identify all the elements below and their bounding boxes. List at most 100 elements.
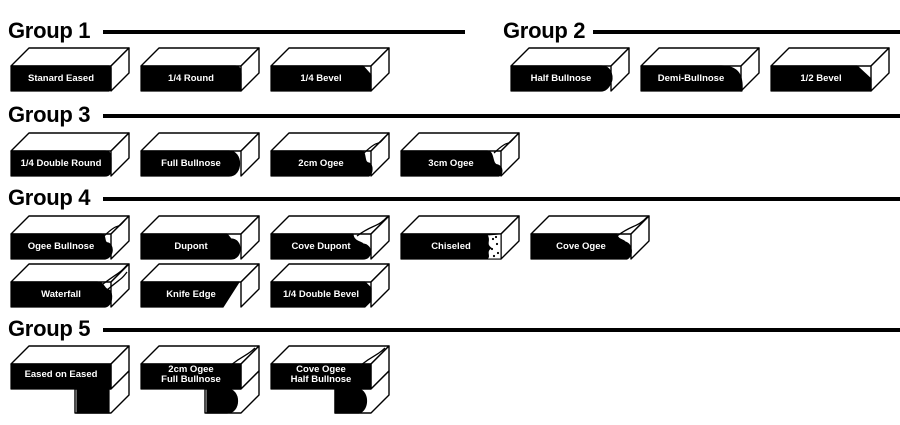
slab-top-face <box>10 263 130 283</box>
profile-slab-drawing <box>10 263 130 308</box>
slab-side-face <box>240 215 260 260</box>
group-title: Group 1 <box>8 18 91 43</box>
chiseled-speck <box>491 237 495 241</box>
profile-ridge-line <box>103 219 126 237</box>
slab-side-face <box>240 132 260 177</box>
profile-ridge-line <box>360 347 386 366</box>
profile-slab-drawing <box>530 215 650 260</box>
slab-top-face <box>270 47 390 67</box>
slab-front-face <box>400 233 502 260</box>
group-title: Group 5 <box>8 316 91 341</box>
profile-slab-drawing <box>10 215 130 260</box>
slab-front-face <box>640 65 743 92</box>
slab-top-face <box>270 345 390 365</box>
slab-top-face <box>270 263 390 283</box>
group-divider <box>103 197 900 201</box>
chiseled-speck <box>496 251 500 255</box>
group-divider <box>103 114 900 118</box>
profile-half-bevel: 1/2 Bevel <box>769 46 890 92</box>
profile-cove-dupont: Cove Dupont <box>269 214 390 260</box>
profile-stanard-eased: Stanard Eased <box>9 46 130 92</box>
profile-slab-drawing <box>140 215 260 260</box>
slab-top-face <box>10 47 130 67</box>
slab-front-face <box>140 363 242 390</box>
profile-ridge-line <box>493 136 516 154</box>
slab-front-face <box>270 150 373 177</box>
profile-slab-drawing <box>640 47 760 92</box>
slab-top-face <box>140 215 260 235</box>
slab-front-face <box>270 233 372 260</box>
profile-chiseled: Chiseled <box>399 214 520 260</box>
profile-ridge-line <box>616 216 648 237</box>
slab-front-face <box>10 363 112 390</box>
chiseled-speck <box>494 235 498 239</box>
slab-front-face <box>270 281 372 308</box>
profile-slab-drawing <box>270 132 390 177</box>
profile-slab-drawing <box>270 215 390 260</box>
profile-knife-edge: Knife Edge <box>139 262 260 308</box>
group-title: Group 3 <box>8 102 91 127</box>
profile-slab-drawing <box>400 215 520 260</box>
profile-slab-drawing <box>270 345 390 414</box>
lamination-front-face <box>76 388 110 414</box>
lamination-front-face <box>334 388 368 414</box>
slab-front-face <box>400 150 503 177</box>
profile-cove-ogee-half-bullnose: Cove Ogee Half Bullnose <box>269 344 390 414</box>
profile-ridge-line <box>363 136 386 154</box>
profile-full-bullnose: Full Bullnose <box>139 131 260 177</box>
slab-front-face <box>10 233 113 260</box>
profile-slab-drawing <box>10 47 130 92</box>
chiseled-speck <box>495 242 499 246</box>
slab-front-face <box>510 65 613 92</box>
slab-front-face <box>140 281 240 308</box>
profile-slab-drawing <box>770 47 890 92</box>
slab-front-face <box>10 65 112 92</box>
profile-slab-drawing <box>270 263 390 308</box>
group-title: Group 4 <box>8 185 91 210</box>
slab-front-face <box>140 150 241 177</box>
profile-slab-drawing <box>140 263 260 308</box>
profile-demi-bullnose: Demi-Bullnose <box>639 46 760 92</box>
profile-ogee-full-bullnose: 2cm Ogee Full Bullnose <box>139 344 260 414</box>
slab-top-face <box>640 47 760 67</box>
profile-slab-drawing <box>510 47 630 92</box>
profile-quarter-round: 1/4 Round <box>139 46 260 92</box>
profile-double-bevel: 1/4 Double Bevel <box>269 262 390 308</box>
profile-ridge-line <box>102 264 128 291</box>
slab-top-face <box>530 215 650 235</box>
profile-quarter-bevel: 1/4 Bevel <box>269 46 390 92</box>
group-divider <box>103 328 900 332</box>
chiseled-speck <box>490 247 494 251</box>
slab-top-face <box>140 263 260 283</box>
slab-top-face <box>10 345 130 365</box>
profile-slab-drawing <box>400 132 520 177</box>
group-title: Group 2 <box>503 18 586 43</box>
profile-ridge-line <box>356 216 388 237</box>
profile-waterfall: Waterfall <box>9 262 130 308</box>
profile-slab-drawing <box>140 47 260 92</box>
profile-2cm-ogee: 2cm Ogee <box>269 131 390 177</box>
profile-ogee-bullnose: Ogee Bullnose <box>9 214 130 260</box>
slab-front-face <box>270 65 372 92</box>
profile-3cm-ogee: 3cm Ogee <box>399 131 520 177</box>
profile-slab-drawing <box>270 47 390 92</box>
profile-dupont: Dupont <box>139 214 260 260</box>
profile-double-round: 1/4 Double Round <box>9 131 130 177</box>
slab-front-face <box>140 65 242 92</box>
slab-front-face <box>140 233 241 260</box>
slab-top-face <box>140 132 260 152</box>
slab-top-face <box>140 47 260 67</box>
profile-half-bullnose: Half Bullnose <box>509 46 630 92</box>
slab-top-face <box>140 345 260 365</box>
slab-front-face <box>10 150 112 177</box>
profile-slab-drawing <box>10 345 130 414</box>
slab-top-face <box>400 132 520 152</box>
slab-top-face <box>770 47 890 67</box>
group-divider <box>593 30 900 34</box>
slab-top-face <box>270 132 390 152</box>
profile-slab-drawing <box>140 132 260 177</box>
profile-cove-ogee: Cove Ogee <box>529 214 650 260</box>
profile-eased-on-eased: Eased on Eased <box>9 344 130 414</box>
slab-front-face <box>10 281 113 308</box>
slab-top-face <box>10 132 130 152</box>
